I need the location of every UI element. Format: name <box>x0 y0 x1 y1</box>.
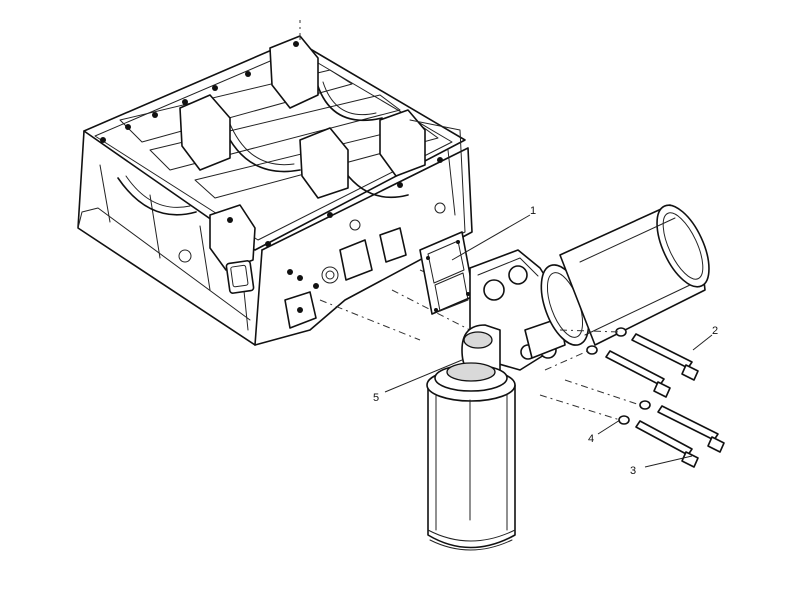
callout-3: 3 <box>630 465 636 477</box>
leader-lines <box>384 214 713 468</box>
oil-filter-horizontal <box>559 204 710 346</box>
engine-block <box>77 20 491 346</box>
callout-2: 2 <box>712 325 718 337</box>
callout-4: 4 <box>588 433 594 445</box>
callout-1: 1 <box>530 205 536 217</box>
oil-filter-vertical <box>426 362 516 551</box>
callout-5: 5 <box>373 392 379 404</box>
bolt-set <box>539 327 725 468</box>
gasket-part <box>419 231 475 315</box>
